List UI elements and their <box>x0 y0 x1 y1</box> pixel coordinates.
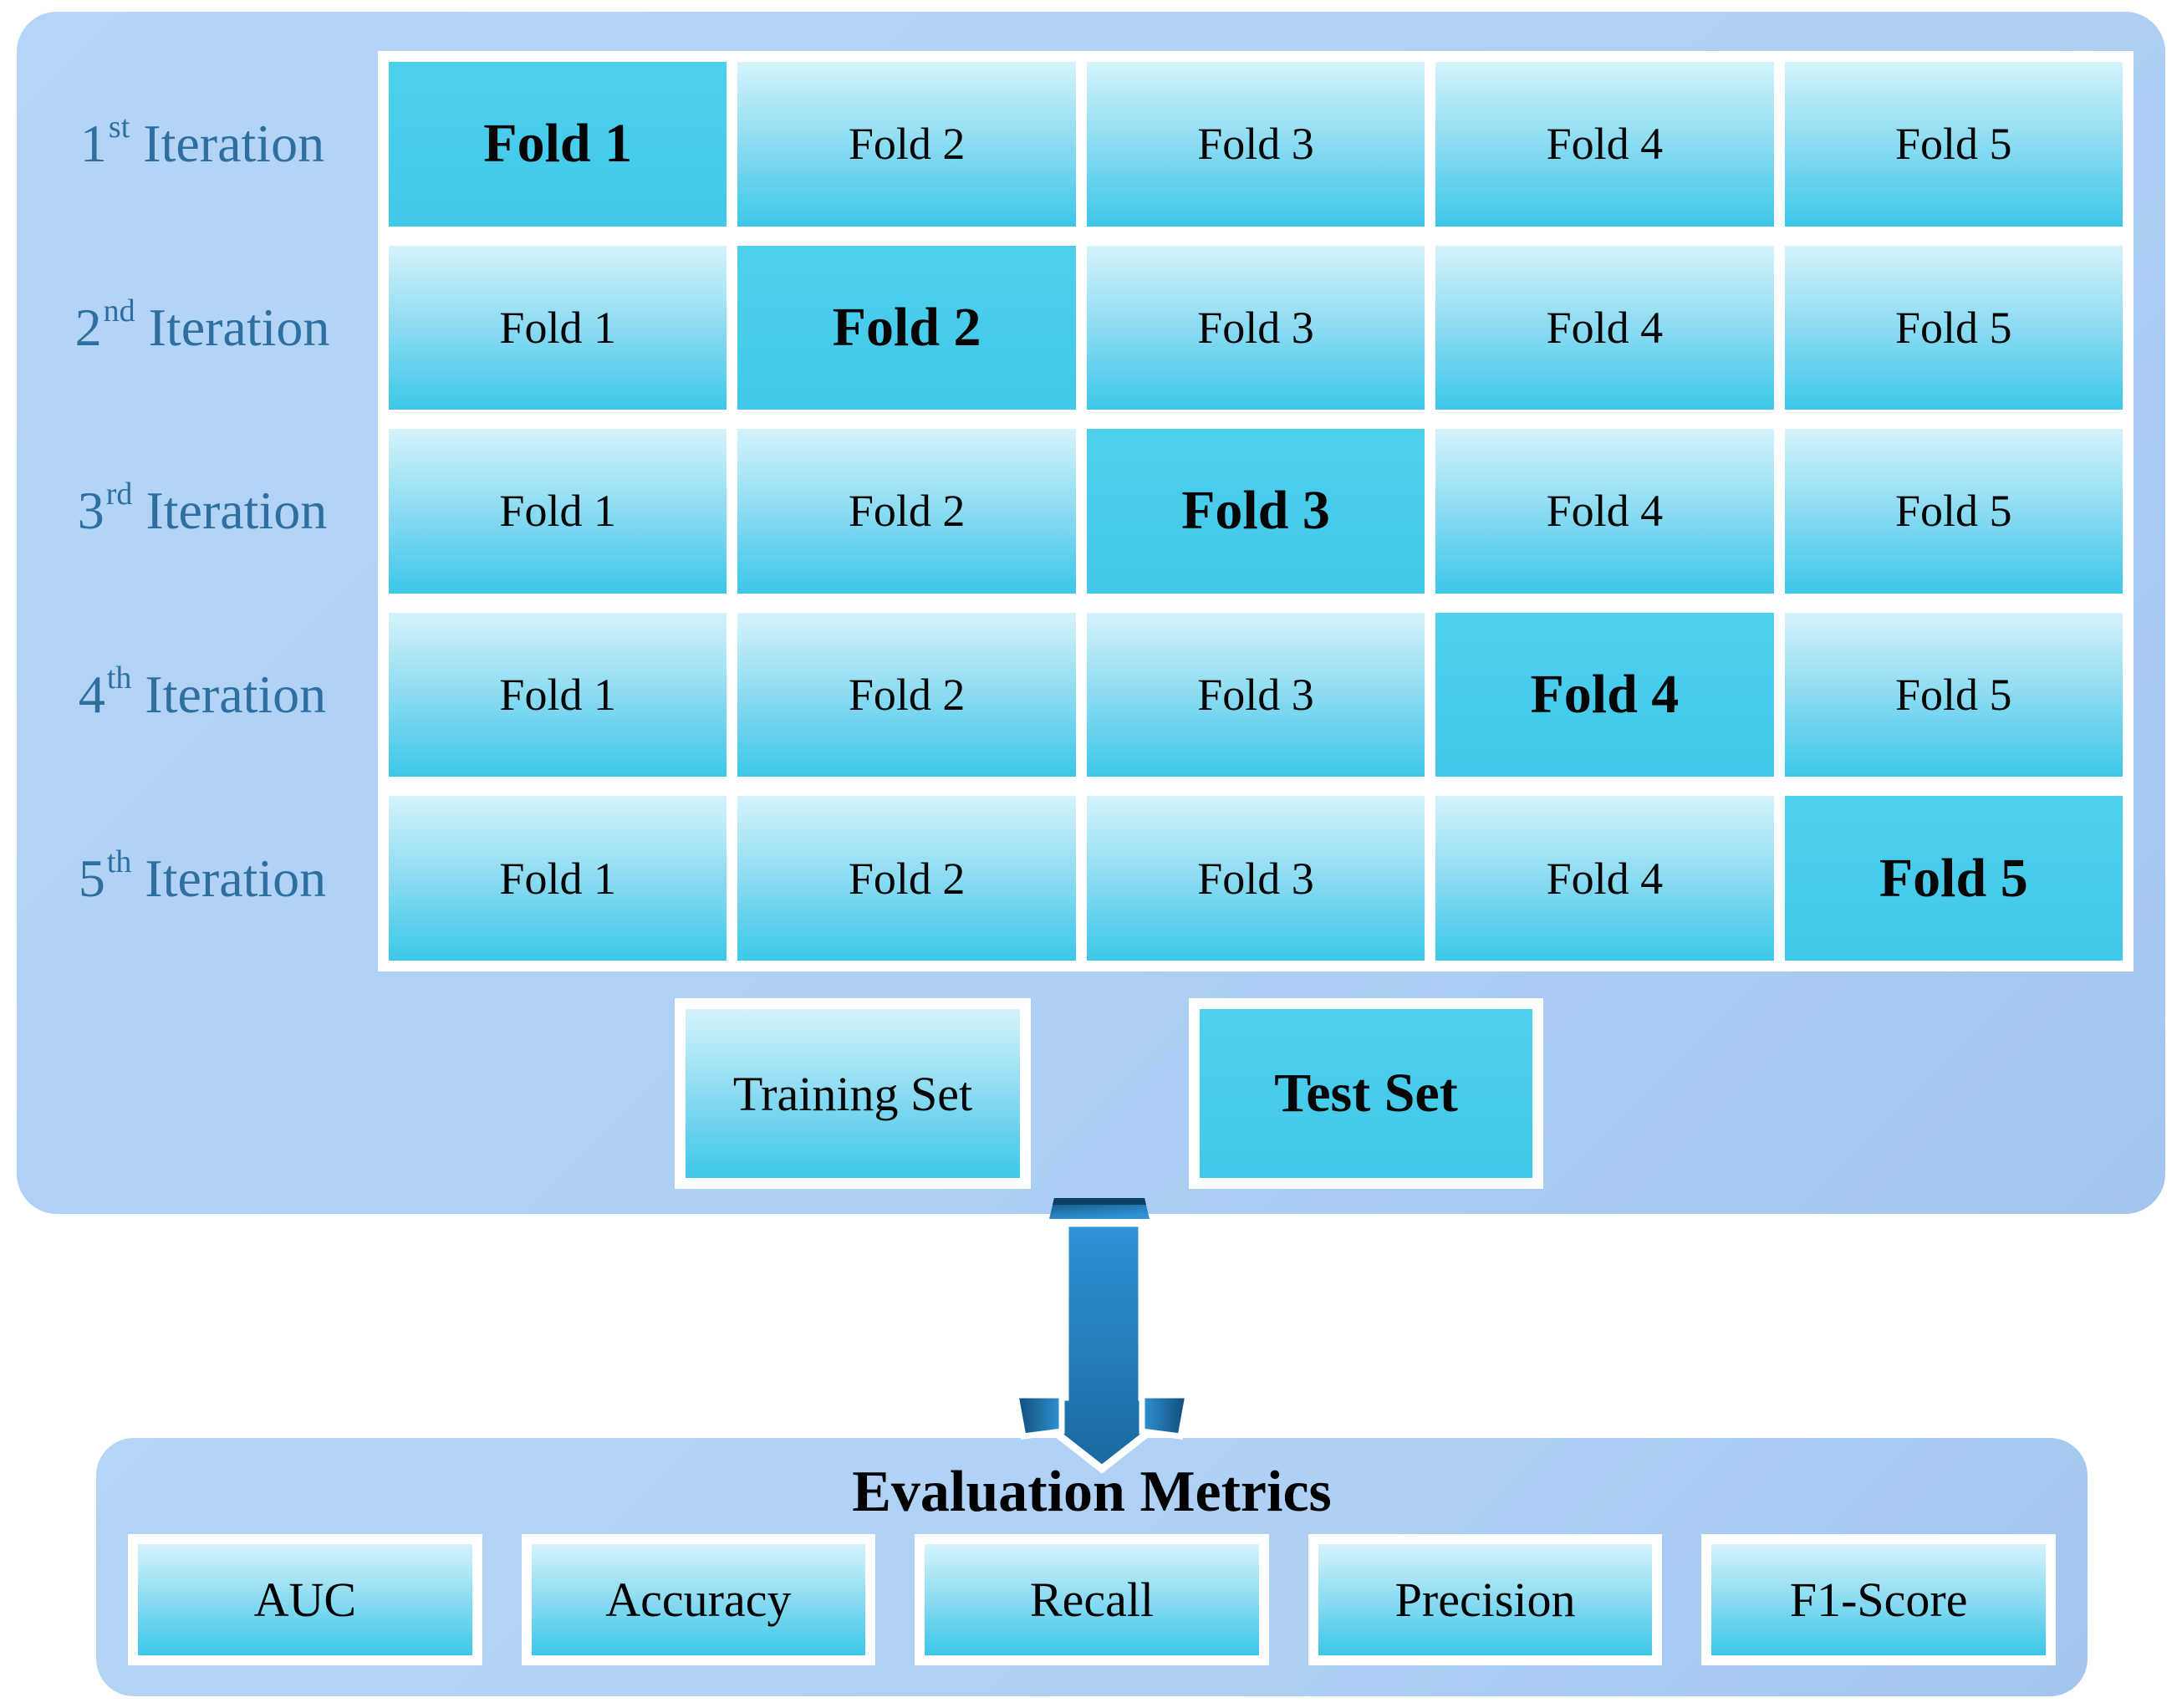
fold-cell-test: Fold 1 <box>389 62 727 227</box>
fold-cell-train: Fold 2 <box>737 62 1076 227</box>
fold-cell-train: Fold 5 <box>1784 245 2123 410</box>
fold-cell-train: Fold 1 <box>389 245 727 410</box>
fold-cell-test: Fold 5 <box>1784 796 2123 961</box>
evaluation-title: Evaluation Metrics <box>852 1460 1332 1524</box>
metrics-row: AUC Accuracy Recall Precision F1-Score <box>128 1534 2056 1665</box>
fold-cell-train: Fold 1 <box>389 429 727 594</box>
fold-cell-train: Fold 1 <box>389 796 727 961</box>
arrow-wing-left <box>1012 1392 1065 1440</box>
fold-cell-train: Fold 4 <box>1435 245 1774 410</box>
fold-cell-train: Fold 1 <box>389 612 727 778</box>
fold-cell-train: Fold 4 <box>1435 62 1774 227</box>
metric-box: Precision <box>1308 1534 1663 1665</box>
fold-cell-train: Fold 2 <box>737 796 1076 961</box>
metric-label: F1-Score <box>1711 1544 2046 1655</box>
arrow-top-flap-edge <box>1053 1198 1146 1205</box>
training-set-legend: Training Set <box>675 998 1031 1189</box>
arrow-wing-right <box>1139 1392 1192 1440</box>
down-arrow-icon <box>998 1198 1206 1474</box>
fold-cell-train: Fold 3 <box>1086 245 1425 410</box>
metric-box: F1-Score <box>1701 1534 2056 1665</box>
fold-cell-train: Fold 3 <box>1086 62 1425 227</box>
fold-cell-train: Fold 2 <box>737 429 1076 594</box>
fold-cell-train: Fold 5 <box>1784 429 2123 594</box>
fold-cell-test: Fold 3 <box>1086 429 1425 594</box>
fold-cell-train: Fold 4 <box>1435 429 1774 594</box>
training-set-label: Training Set <box>732 1066 973 1121</box>
metric-label: Precision <box>1318 1544 1653 1655</box>
metric-box: Recall <box>915 1534 1269 1665</box>
test-set-label: Test Set <box>1274 1063 1458 1124</box>
fold-cell-test: Fold 4 <box>1435 612 1774 778</box>
fold-cell-train: Fold 5 <box>1784 62 2123 227</box>
metric-box: Accuracy <box>521 1534 876 1665</box>
fold-cell-train: Fold 2 <box>737 612 1076 778</box>
metric-label: Recall <box>925 1544 1259 1655</box>
metric-label: Accuracy <box>531 1544 866 1655</box>
evaluation-panel: Evaluation Metrics AUC Accuracy Recall Prec… <box>96 1438 2088 1696</box>
metric-box: AUC <box>128 1534 482 1665</box>
fold-cell-train: Fold 3 <box>1086 796 1425 961</box>
metric-label: AUC <box>138 1544 472 1655</box>
training-set-box: Training Set <box>686 1009 1020 1178</box>
test-set-box: Test Set <box>1200 1009 1532 1178</box>
test-set-legend: Test Set <box>1189 998 1543 1189</box>
fold-cell-train: Fold 3 <box>1086 612 1425 778</box>
fold-cell-test: Fold 2 <box>737 245 1076 410</box>
fold-cell-train: Fold 5 <box>1784 612 2123 778</box>
fold-cell-train: Fold 4 <box>1435 796 1774 961</box>
